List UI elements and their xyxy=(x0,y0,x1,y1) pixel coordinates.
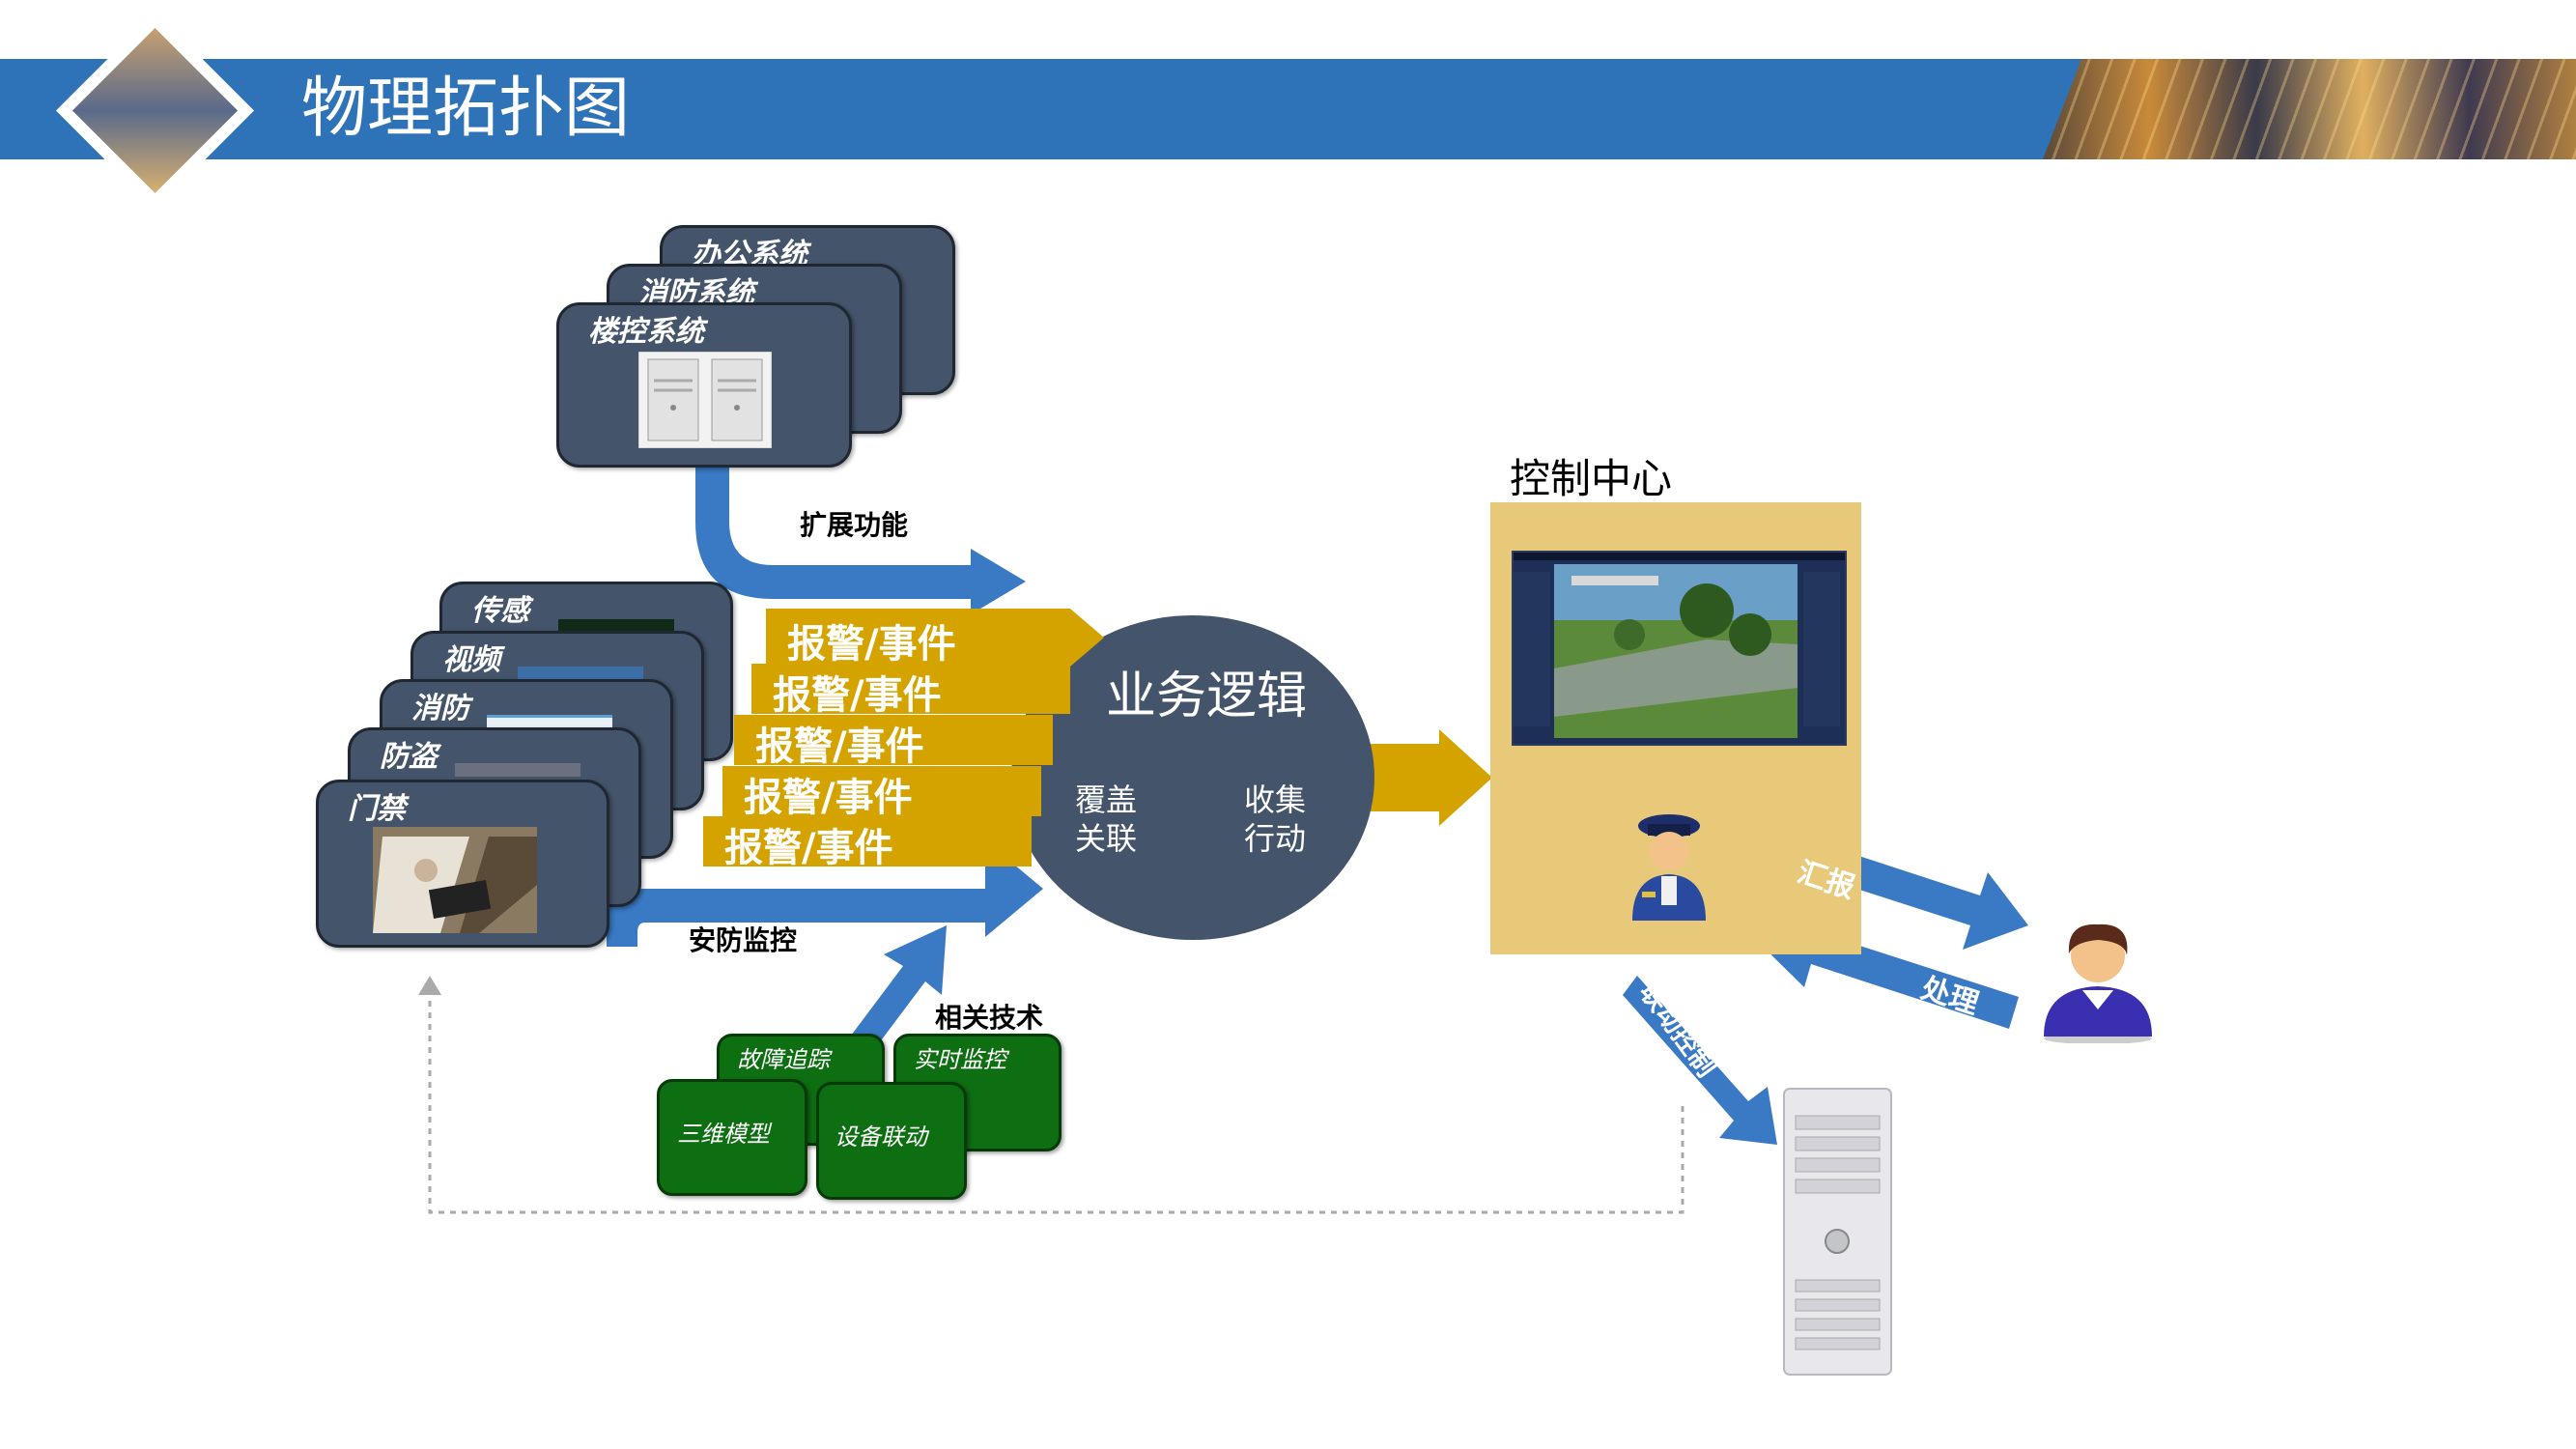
business-cover: 覆盖 xyxy=(1075,781,1138,818)
feedback-dotted-line xyxy=(428,983,1684,1214)
3d-scene-preview xyxy=(1514,553,1845,744)
security-label: 安防监控 xyxy=(689,924,798,956)
device-linkage-label: 设备联动 xyxy=(835,1123,927,1151)
fault-tracking-label: 故障追踪 xyxy=(737,1046,830,1073)
access-control-photo xyxy=(373,827,537,933)
video-label: 视频 xyxy=(442,643,500,677)
business-collect: 收集 xyxy=(1244,781,1307,818)
banner-city-image xyxy=(2043,59,2576,159)
anti-theft-label: 防盗 xyxy=(380,740,438,774)
extend-label: 扩展功能 xyxy=(800,509,909,541)
feedback-arrow-head xyxy=(418,976,441,995)
building-system-label: 楼控系统 xyxy=(588,315,704,349)
event-label-2: 报警/事件 xyxy=(773,673,942,718)
tower-server-icon xyxy=(1783,1088,1892,1376)
business-action: 行动 xyxy=(1244,820,1307,857)
tech-arrow xyxy=(845,925,947,1059)
monitor-screen xyxy=(1512,551,1847,746)
security-guard-icon xyxy=(1632,814,1706,921)
event-label-3: 报警/事件 xyxy=(755,724,924,769)
event-bar-2: 报警/事件 xyxy=(751,664,1070,718)
event-label-1: 报警/事件 xyxy=(787,622,956,667)
event-bar-1: 报警/事件 xyxy=(766,609,1104,667)
sensor-label: 传感 xyxy=(471,594,529,628)
event-bar-5: 报警/事件 xyxy=(703,816,1032,870)
access-control-label: 门禁 xyxy=(348,792,406,826)
page-title: 物理拓扑图 xyxy=(301,71,631,147)
business-logic-title: 业务逻辑 xyxy=(1106,668,1308,725)
realtime-monitor-label: 实时监控 xyxy=(914,1046,1006,1073)
fire-label: 消防 xyxy=(411,692,469,725)
3d-model-label: 三维模型 xyxy=(677,1121,770,1148)
extend-arrow xyxy=(695,464,1026,614)
building-system-card: 楼控系统 xyxy=(556,302,852,468)
business-logic-ellipse xyxy=(1011,615,1374,940)
3d-model-card: 三维模型 xyxy=(657,1079,807,1196)
event-bar-3: 报警/事件 xyxy=(734,715,1053,769)
anti-theft-thumbnail xyxy=(455,763,580,777)
user-person-icon xyxy=(2044,923,2152,1043)
business-relate: 关联 xyxy=(1075,820,1138,857)
event-label-4: 报警/事件 xyxy=(744,776,913,820)
event-label-5: 报警/事件 xyxy=(724,826,893,870)
control-center-title: 控制中心 xyxy=(1510,455,1673,502)
tech-label: 相关技术 xyxy=(935,1002,1044,1034)
server-rack-icon xyxy=(638,352,772,448)
security-arrow xyxy=(607,840,1043,947)
access-control-card: 门禁 xyxy=(316,780,609,948)
event-bar-4: 报警/事件 xyxy=(722,766,1041,820)
linkage-arrow xyxy=(1623,976,1777,1145)
output-arrow xyxy=(1362,729,1492,826)
device-linkage-card: 设备联动 xyxy=(816,1082,967,1200)
